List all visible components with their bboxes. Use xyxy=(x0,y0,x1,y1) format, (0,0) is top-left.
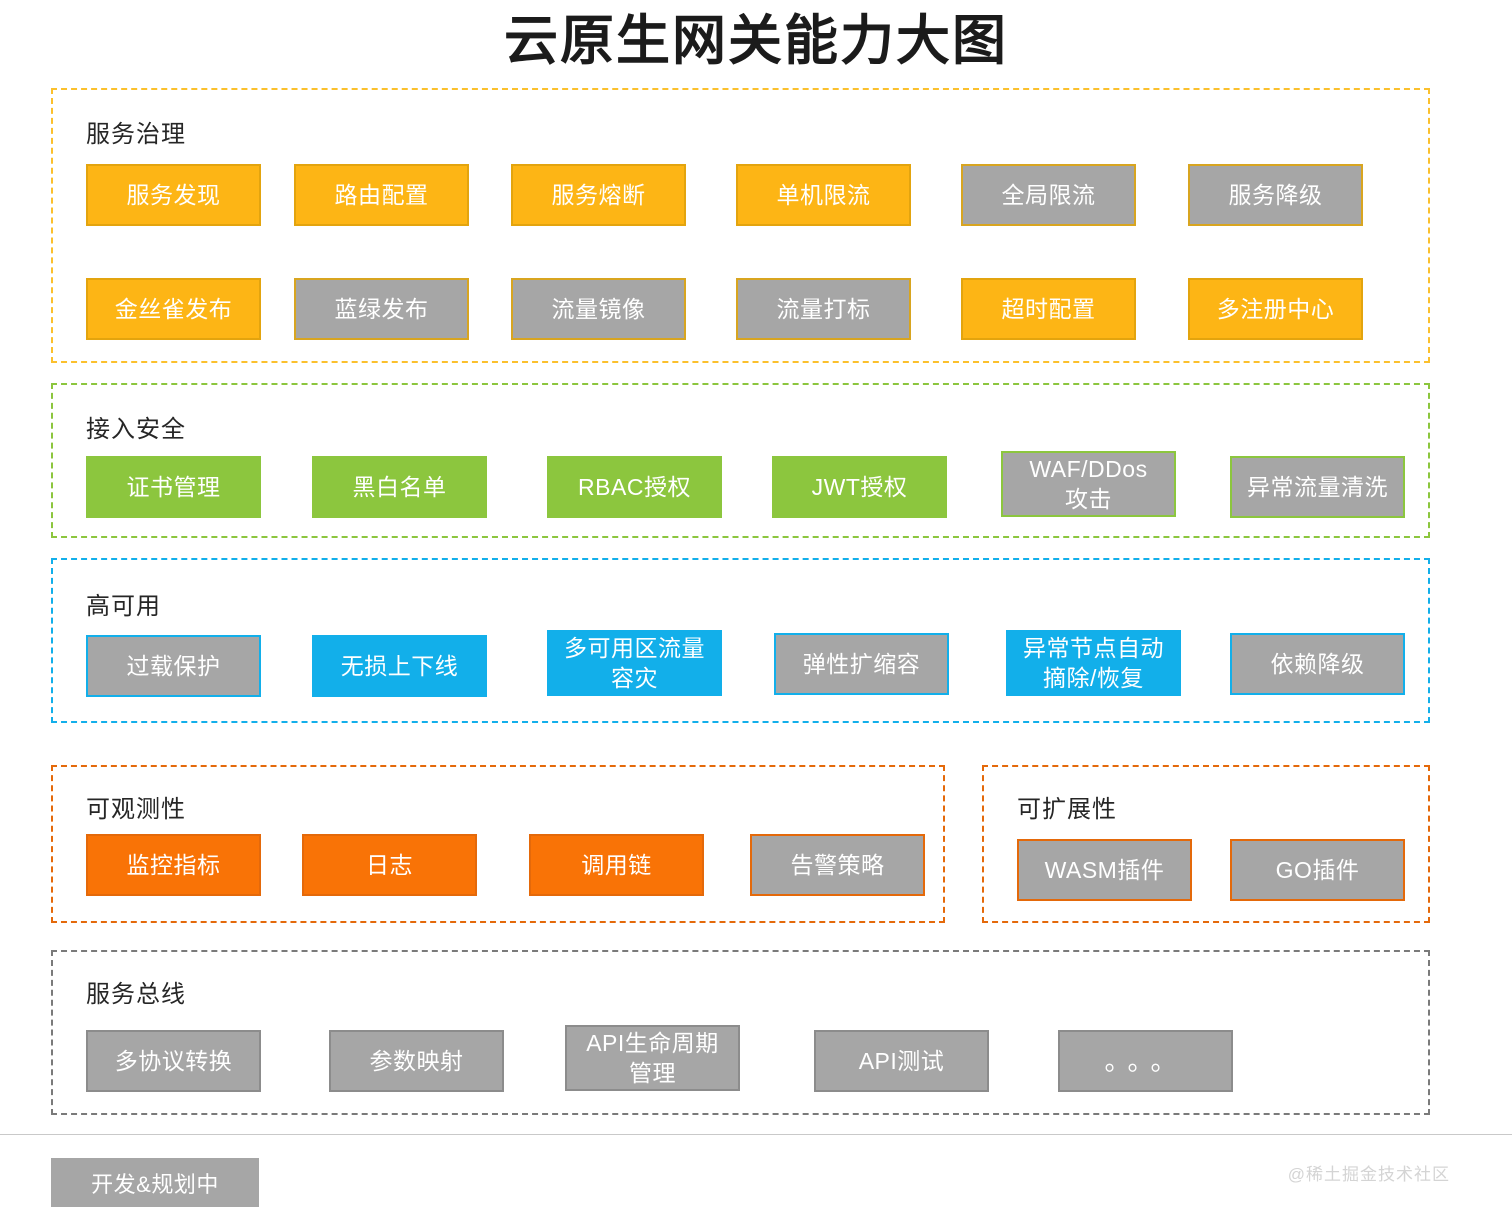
card-global-rate-limit[interactable]: 全局限流 xyxy=(961,164,1136,226)
card-tracing[interactable]: 调用链 xyxy=(529,834,704,896)
card-multi-registry[interactable]: 多注册中心 xyxy=(1188,278,1363,340)
card-api-testing[interactable]: API测试 xyxy=(814,1030,989,1092)
ellipsis-icon: 。。。 xyxy=(1104,1045,1187,1076)
card-route-config[interactable]: 路由配置 xyxy=(294,164,469,226)
card-traffic-tagging[interactable]: 流量打标 xyxy=(736,278,911,340)
card-line-2: 管理 xyxy=(628,1060,676,1086)
card-multi-az-traffic-dr[interactable]: 多可用区流量 容灾 xyxy=(547,630,722,696)
card-jwt-authorization[interactable]: JWT授权 xyxy=(772,456,947,518)
card-circuit-breaker[interactable]: 服务熔断 xyxy=(511,164,686,226)
card-line-1: API生命周期 xyxy=(586,1030,719,1056)
section-title-access-security: 接入安全 xyxy=(86,416,186,443)
card-api-lifecycle-management[interactable]: API生命周期 管理 xyxy=(565,1025,740,1091)
card-line-2: 容灾 xyxy=(611,665,658,691)
card-service-discovery[interactable]: 服务发现 xyxy=(86,164,261,226)
card-certificate-management[interactable]: 证书管理 xyxy=(86,456,261,518)
card-parameter-mapping[interactable]: 参数映射 xyxy=(329,1030,504,1092)
section-service-bus: 服务总线 多协议转换 参数映射 API生命周期 管理 API测试 。。。 xyxy=(51,950,1430,1115)
section-title-high-availability: 高可用 xyxy=(86,593,161,620)
card-go-plugin[interactable]: GO插件 xyxy=(1230,839,1405,901)
section-title-service-bus: 服务总线 xyxy=(86,981,186,1008)
card-line-1: 多可用区流量 xyxy=(564,635,705,661)
card-ip-allowlist[interactable]: 黑白名单 xyxy=(312,456,487,518)
section-access-security: 接入安全 证书管理 黑白名单 RBAC授权 JWT授权 WAF/DDos 攻击 … xyxy=(51,383,1430,538)
card-canary-release[interactable]: 金丝雀发布 xyxy=(86,278,261,340)
card-more-ellipsis[interactable]: 。。。 xyxy=(1058,1030,1233,1092)
card-lossless-online-offline[interactable]: 无损上下线 xyxy=(312,635,487,697)
card-line-2: 攻击 xyxy=(1065,486,1112,512)
card-overload-protection[interactable]: 过载保护 xyxy=(86,635,261,697)
card-logs[interactable]: 日志 xyxy=(302,834,477,896)
section-service-governance: 服务治理 服务发现 路由配置 服务熔断 单机限流 全局限流 服务降级 金丝雀发布… xyxy=(51,88,1430,363)
card-timeout-config[interactable]: 超时配置 xyxy=(961,278,1136,340)
card-monitoring-metrics[interactable]: 监控指标 xyxy=(86,834,261,896)
card-auto-node-eviction-recovery-text: 异常节点自动 摘除/恢复 xyxy=(1023,633,1164,693)
card-waf-ddos-protection-text: WAF/DDos 攻击 xyxy=(1029,454,1147,514)
card-dependency-degradation[interactable]: 依赖降级 xyxy=(1230,633,1405,695)
page-title: 云原生网关能力大图 xyxy=(504,11,1008,71)
section-title-service-governance: 服务治理 xyxy=(86,121,186,148)
card-line-1: WAF/DDos xyxy=(1029,456,1148,482)
card-rbac-authorization[interactable]: RBAC授权 xyxy=(547,456,722,518)
card-wasm-plugin[interactable]: WASM插件 xyxy=(1017,839,1192,901)
section-observability: 可观测性 监控指标 日志 调用链 告警策略 xyxy=(51,765,945,923)
card-line-2: 摘除/恢复 xyxy=(1043,665,1144,691)
card-service-degradation[interactable]: 服务降级 xyxy=(1188,164,1363,226)
card-elastic-scaling[interactable]: 弹性扩缩容 xyxy=(774,633,949,695)
card-line-1: 异常节点自动 xyxy=(1023,635,1164,661)
card-abnormal-traffic-cleaning[interactable]: 异常流量清洗 xyxy=(1230,456,1405,518)
section-extensibility: 可扩展性 WASM插件 GO插件 xyxy=(982,765,1430,923)
card-api-lifecycle-management-text: API生命周期 管理 xyxy=(586,1028,719,1088)
card-multi-az-traffic-dr-text: 多可用区流量 容灾 xyxy=(564,633,705,693)
watermark: @稀土掘金技术社区 xyxy=(1287,1165,1450,1184)
card-auto-node-eviction-recovery[interactable]: 异常节点自动 摘除/恢复 xyxy=(1006,630,1181,696)
card-traffic-mirroring[interactable]: 流量镜像 xyxy=(511,278,686,340)
card-waf-ddos-protection[interactable]: WAF/DDos 攻击 xyxy=(1001,451,1176,517)
card-multi-protocol-conversion[interactable]: 多协议转换 xyxy=(86,1030,261,1092)
footer-divider xyxy=(0,1134,1512,1135)
section-title-extensibility: 可扩展性 xyxy=(1017,796,1117,823)
card-single-rate-limit[interactable]: 单机限流 xyxy=(736,164,911,226)
legend-in-development: 开发&规划中 xyxy=(51,1158,259,1207)
section-high-availability: 高可用 过载保护 无损上下线 多可用区流量 容灾 弹性扩缩容 异常节点自动 摘除… xyxy=(51,558,1430,723)
card-alert-policy[interactable]: 告警策略 xyxy=(750,834,925,896)
section-title-observability: 可观测性 xyxy=(86,796,186,823)
card-blue-green-release[interactable]: 蓝绿发布 xyxy=(294,278,469,340)
